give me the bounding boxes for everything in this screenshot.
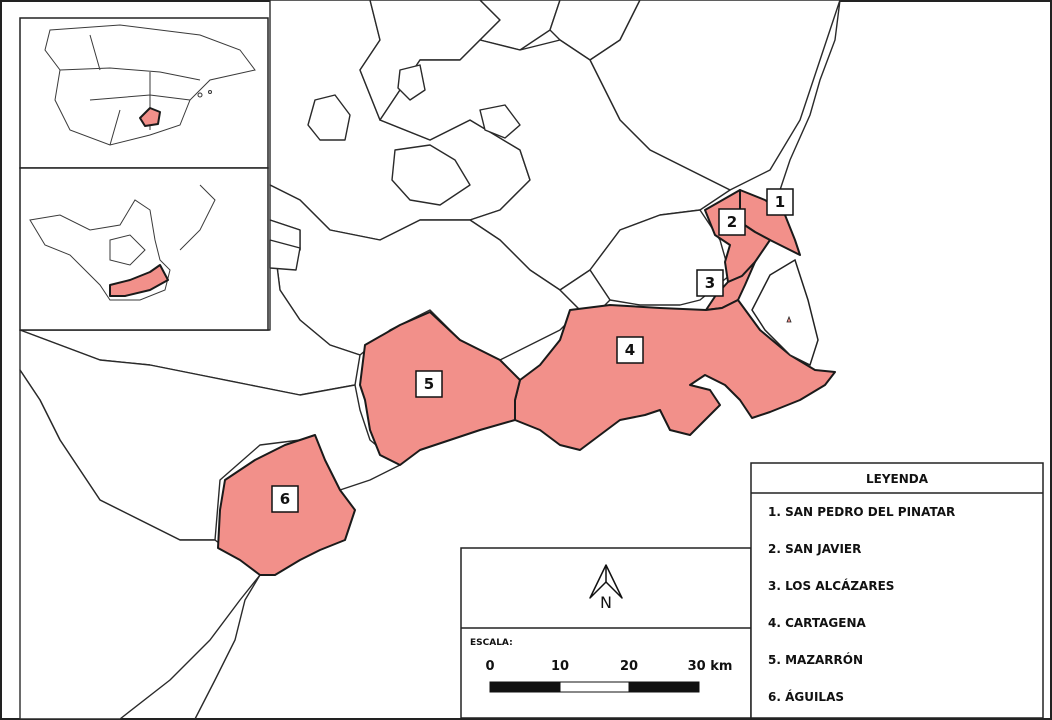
scale-tick-0: 0 [485,659,494,674]
marker-6: 6 [271,485,299,513]
enclaves [269,64,521,271]
marker-6-label: 6 [280,490,290,508]
legend-title: LEYENDA [866,472,929,486]
coastline [194,0,841,720]
municipality-cartagena [514,299,836,451]
scale-bar [489,681,700,693]
scale-tick-30: 30 km [688,659,733,674]
legend-item-4: 4. CARTAGENA [768,616,867,630]
legend-item-1: 1. SAN PEDRO DEL PINATAR [768,505,955,519]
marker-3-label: 3 [705,274,715,292]
north-arrow-icon: N [589,564,623,612]
legend: LEYENDA 1. SAN PEDRO DEL PINATAR 2. SAN … [750,462,1044,719]
legend-item-3: 3. LOS ALCÁZARES [768,578,894,593]
scale-title: ESCALA: [470,638,513,648]
marker-3: 3 [696,269,724,297]
markers: 1 2 3 4 5 6 [271,188,794,513]
north-label: N [600,593,612,612]
marker-1: 1 [766,188,794,216]
inset-region [19,167,269,331]
marker-5: 5 [415,370,443,398]
inset-spain [19,17,269,169]
scale-tick-20: 20 [620,659,638,674]
scale-tick-10: 10 [551,659,569,674]
north-scale-panel: N ESCALA: 0 10 20 30 km [460,547,752,719]
legend-item-5: 5. MAZARRÓN [768,652,863,667]
island-marker [786,315,792,323]
legend-item-6: 6. ÁGUILAS [768,689,844,704]
marker-5-label: 5 [424,375,434,393]
legend-item-2: 2. SAN JAVIER [768,542,861,556]
marker-2-label: 2 [727,213,737,231]
marker-2: 2 [718,208,746,236]
mar-menor-lagoon [751,258,819,367]
marker-4-label: 4 [625,341,635,359]
marker-1-label: 1 [775,193,785,211]
marker-4: 4 [616,336,644,364]
